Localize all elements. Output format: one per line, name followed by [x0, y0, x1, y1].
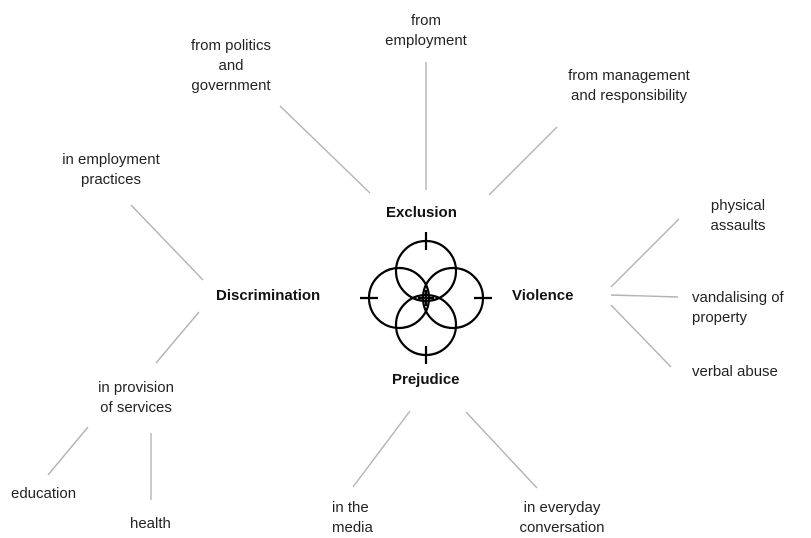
connector-provision-education — [47, 426, 89, 476]
connector-violence-verbal — [610, 304, 672, 368]
label-education: education — [11, 485, 77, 502]
connector-discrimination-provision — [155, 311, 200, 364]
label-from-management-and-responsibility: from management and responsibility — [568, 67, 690, 104]
label-in-employment-practices: in employment practices — [62, 151, 160, 188]
label-vandalising-of-property: vandalising of property — [692, 289, 784, 326]
hub-violence: Violence — [512, 287, 574, 304]
hub-prejudice: Prejudice — [392, 371, 460, 388]
label-from-employment: from employment — [385, 12, 467, 49]
label-health: health — [130, 515, 171, 532]
label-verbal-abuse: verbal abuse — [692, 363, 778, 380]
connector-violence-physical — [610, 218, 680, 288]
label-in-the-media: in the media — [332, 499, 373, 536]
connector-exclusion-management — [488, 126, 558, 196]
connector-prejudice-conversation — [465, 411, 538, 489]
hub-exclusion: Exclusion — [386, 204, 457, 221]
connector-violence-vandalising — [610, 294, 679, 298]
connector-lines — [47, 62, 680, 500]
connector-discrimination-employment-practices — [130, 204, 204, 281]
connector-prejudice-media — [352, 410, 411, 488]
four-circle-crosshair-icon — [360, 232, 492, 364]
label-in-everyday-conversation: in everyday conversation — [519, 499, 605, 536]
hub-discrimination: Discrimination — [216, 287, 321, 304]
connector-exclusion-politics — [279, 105, 371, 194]
label-from-politics-and-government: from politics and government — [190, 37, 272, 94]
label-in-provision-of-services: in provision of services — [98, 379, 174, 416]
label-physical-assaults: physical assaults — [710, 197, 766, 234]
